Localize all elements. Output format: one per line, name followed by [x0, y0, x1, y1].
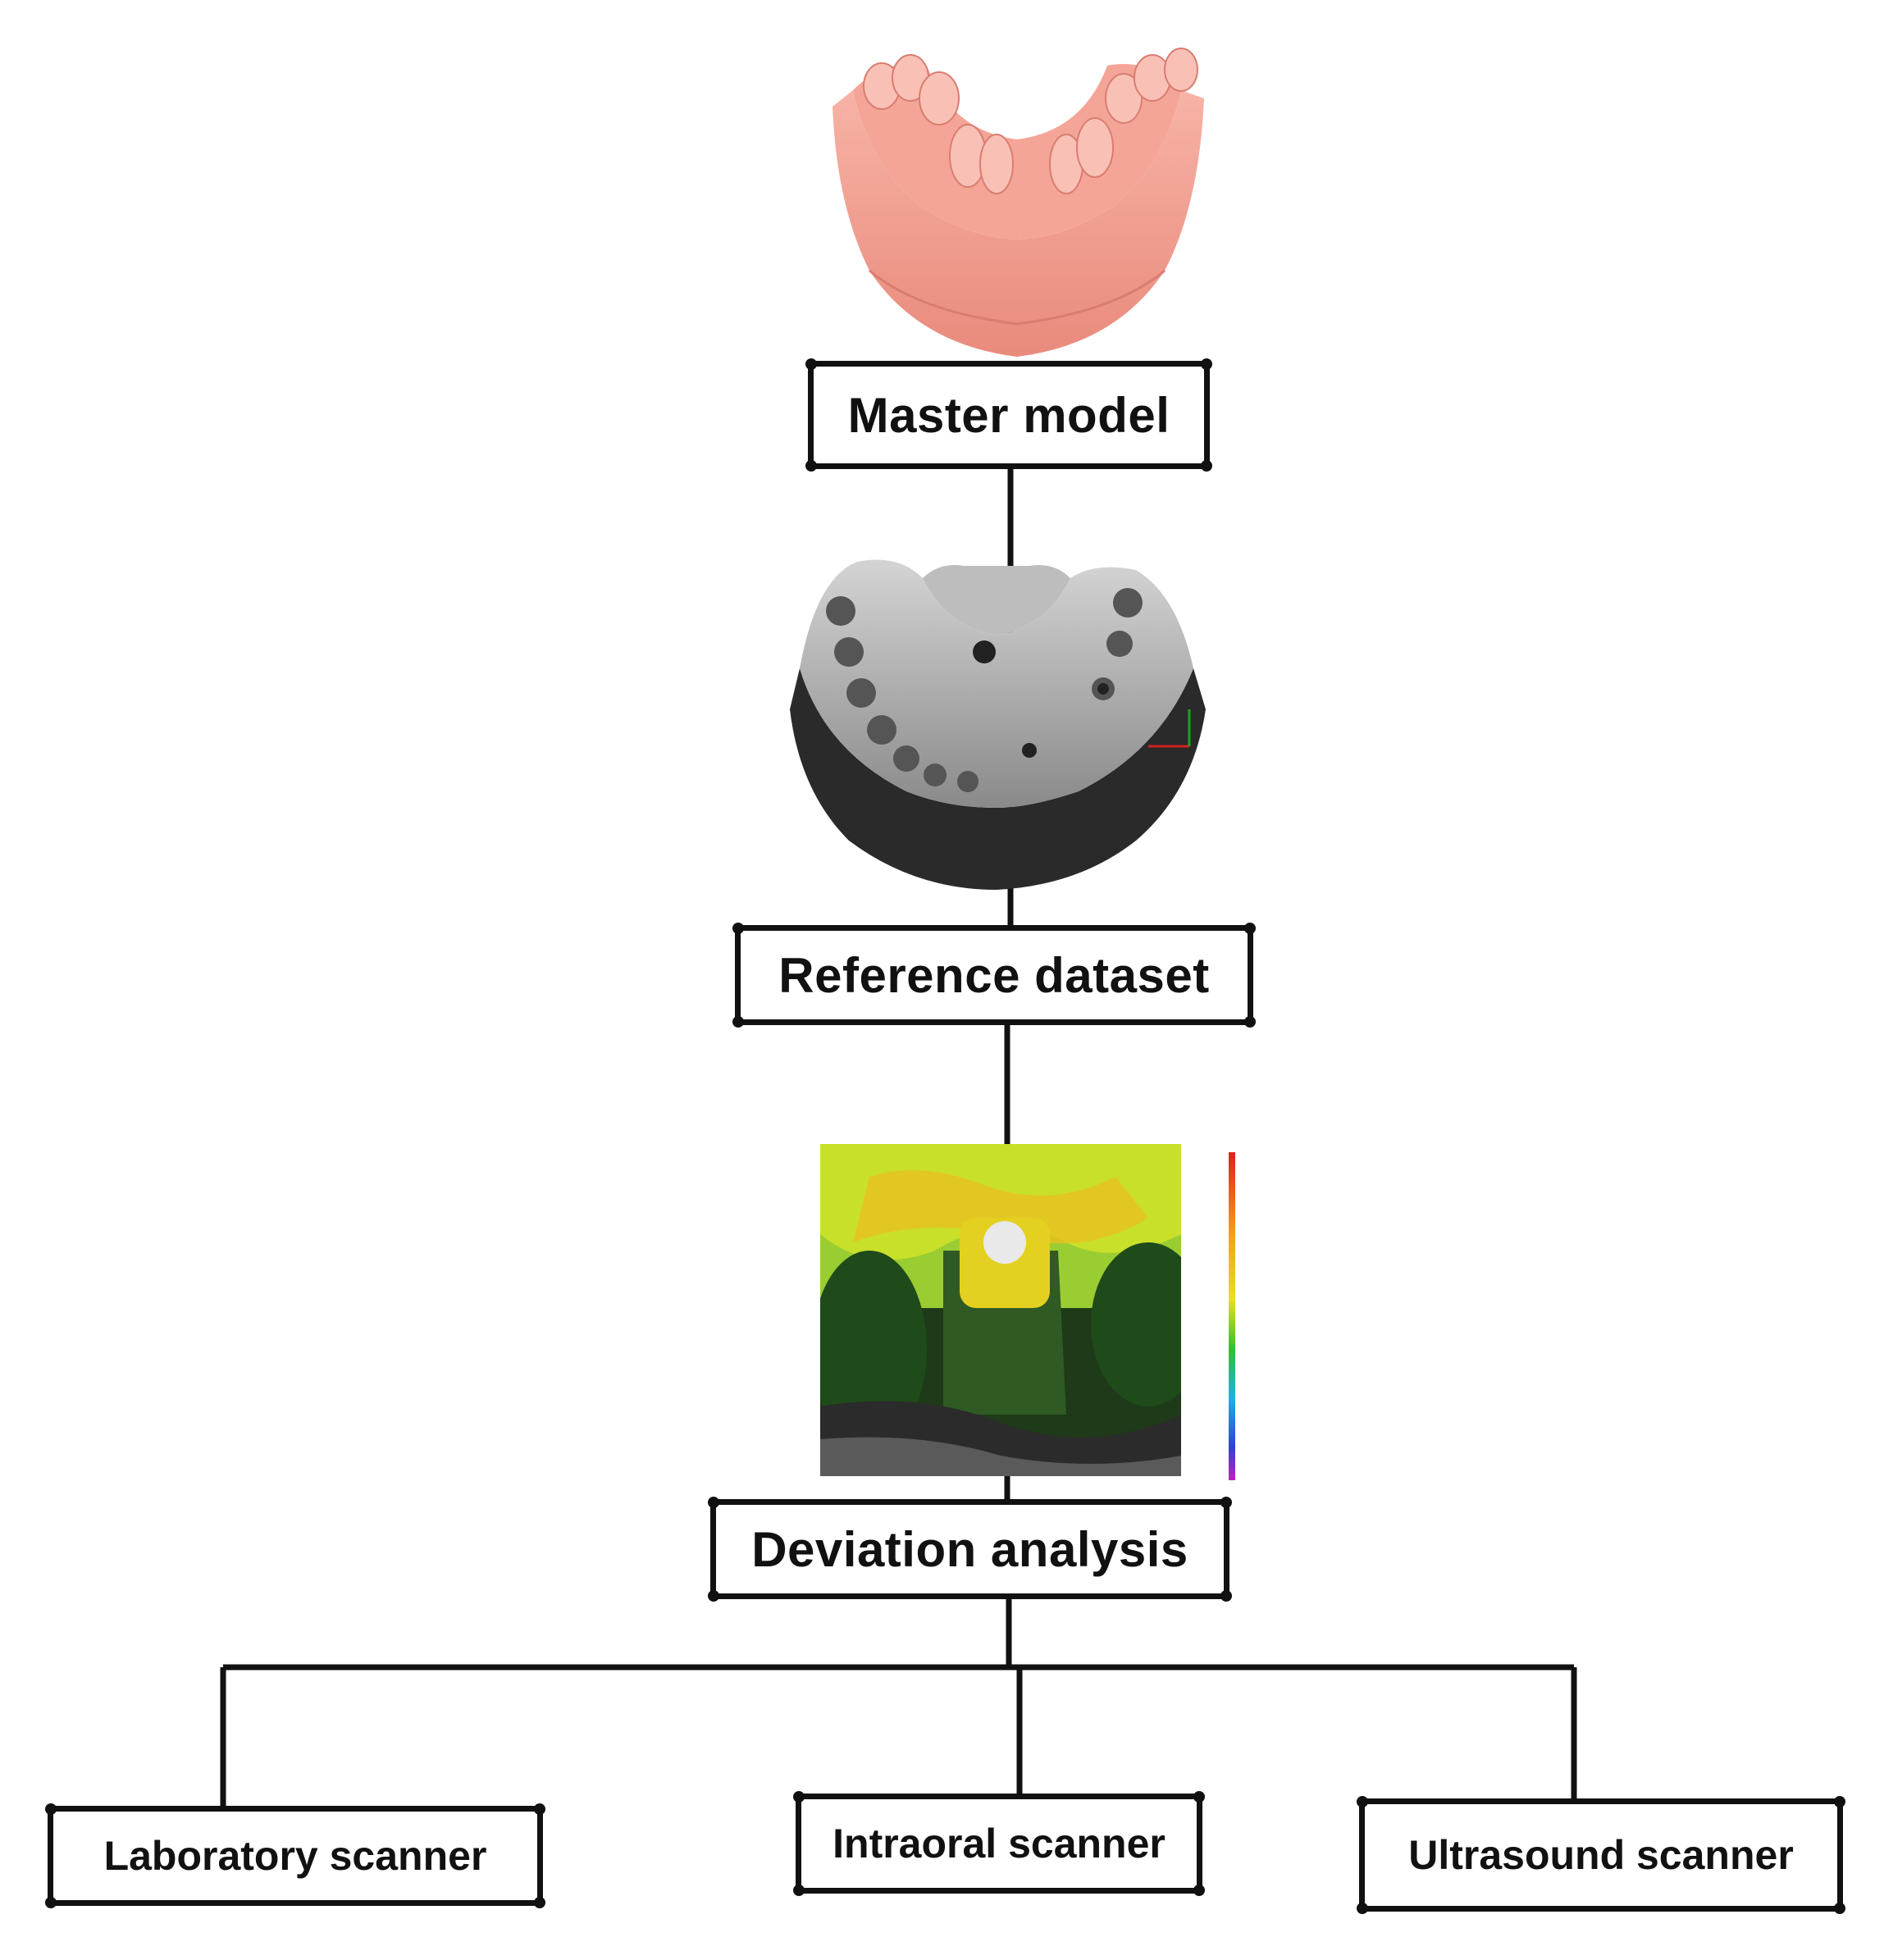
node-reference-dataset: Reference dataset: [732, 923, 1256, 1028]
node-deviation-analysis: Deviation analysis: [708, 1497, 1232, 1602]
node-master-model: Master model: [805, 358, 1212, 472]
node-intraoral-scanner: Intraoral scanner: [793, 1791, 1205, 1896]
intraoral-scanner-label: Intraoral scanner: [833, 1821, 1166, 1867]
deviation-analysis-label: Deviation analysis: [751, 1521, 1188, 1577]
node-ultrasound-scanner: Ultrasound scanner: [1357, 1796, 1845, 1914]
reference-dataset-label: Reference dataset: [778, 947, 1210, 1003]
master-model-photo: [833, 48, 1204, 357]
reference-scan-image: [790, 559, 1206, 890]
deviation-heatmap-image: [820, 1144, 1181, 1476]
node-laboratory-scanner: Laboratory scanner: [45, 1803, 545, 1908]
laboratory-scanner-label: Laboratory scanner: [103, 1833, 487, 1879]
ultrasound-scanner-label: Ultrasound scanner: [1408, 1832, 1794, 1878]
master-model-label: Master model: [847, 387, 1170, 443]
deviation-scale-bar: [1229, 1152, 1235, 1480]
